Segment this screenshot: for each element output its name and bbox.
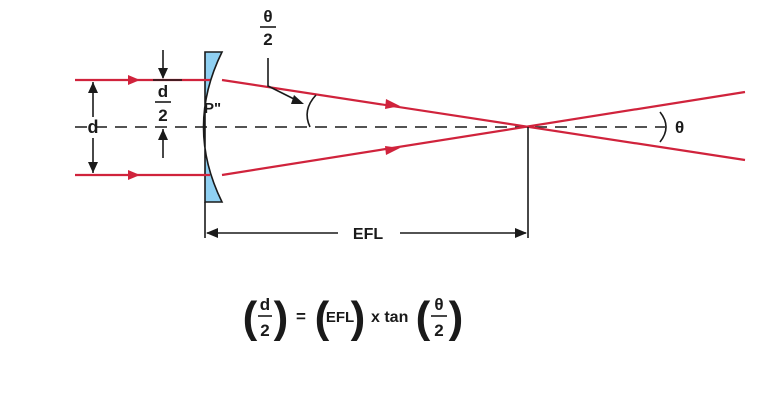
half-aperture-label-denominator: 2 xyxy=(158,106,167,125)
formula-paren-open-2: ( xyxy=(315,293,330,342)
formula-times-tan: x tan xyxy=(371,309,408,326)
refracted-ray-bottom-arrow xyxy=(385,146,400,155)
refracted-ray-top-arrow xyxy=(385,99,400,109)
aperture-arrow-bottom xyxy=(88,162,98,173)
formula-paren-open-1: ( xyxy=(243,293,258,342)
half-angle-arc xyxy=(306,94,317,128)
full-angle-label: θ xyxy=(675,118,684,137)
half-angle-label-denominator: 2 xyxy=(263,30,272,49)
half-aperture-arrow-top xyxy=(158,68,168,79)
formula-theta-numerator: θ xyxy=(434,295,443,314)
formula-d-denominator: 2 xyxy=(260,321,269,340)
formula-paren-close-1: ) xyxy=(274,293,289,342)
formula-paren-open-3: ( xyxy=(416,293,431,342)
half-angle-leader-arrow xyxy=(291,95,304,104)
formula: ( d 2 ) = ( EFL ) x tan ( θ 2 ) xyxy=(243,293,464,342)
half-angle-label-numerator: θ xyxy=(263,7,272,26)
half-angle-leader xyxy=(267,58,301,103)
efl-arrow-right xyxy=(515,228,527,238)
formula-d-numerator: d xyxy=(260,295,270,314)
formula-efl: EFL xyxy=(326,309,354,326)
efl-label: EFL xyxy=(353,226,383,243)
lens-shape xyxy=(202,51,224,203)
full-angle-arc xyxy=(659,111,667,143)
formula-paren-close-3: ) xyxy=(449,293,464,342)
refracted-ray-bottom xyxy=(221,90,746,177)
incoming-ray-top-arrow xyxy=(128,75,140,85)
refracted-ray-top xyxy=(221,78,746,162)
formula-paren-close-2: ) xyxy=(351,293,366,342)
half-aperture-label-numerator: d xyxy=(158,82,168,101)
formula-theta-denominator: 2 xyxy=(434,321,443,340)
aperture-label: d xyxy=(88,117,99,137)
half-aperture-arrow-bottom xyxy=(158,129,168,140)
formula-equals: = xyxy=(296,307,306,326)
principal-plane-label: P" xyxy=(204,100,221,117)
incoming-ray-bottom-arrow xyxy=(128,170,140,180)
aperture-arrow-top xyxy=(88,82,98,93)
efl-arrow-left xyxy=(206,228,218,238)
